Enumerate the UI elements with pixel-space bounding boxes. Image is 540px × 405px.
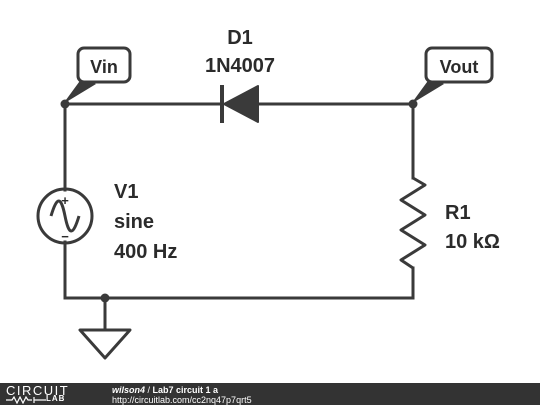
diode-triangle xyxy=(223,85,259,123)
resistor-symbol xyxy=(399,176,427,270)
circuitlab-logo[interactable]: CIRCUIT LAB xyxy=(6,383,96,404)
vin-tag-box xyxy=(76,46,132,84)
diode-ref-label: D1 xyxy=(227,27,253,49)
resistor-ref-label: R1 xyxy=(445,202,471,224)
source-type-label: sine xyxy=(114,211,154,233)
meta-separator: / xyxy=(145,385,153,395)
wires xyxy=(63,102,415,332)
junction-ground xyxy=(100,293,110,303)
source-plus-sign: + xyxy=(61,193,69,208)
source-circle xyxy=(36,187,94,245)
source-minus-sign: − xyxy=(61,229,69,244)
source-ref-label: V1 xyxy=(114,181,138,203)
vin-tag-label: Vin xyxy=(90,57,118,77)
circuit-title[interactable]: Lab7 circuit 1 a xyxy=(152,385,219,395)
author-link[interactable]: wilson4 xyxy=(112,385,146,395)
logo-resistor-icon xyxy=(6,396,46,404)
circuit-meta: wilson4 / Lab7 circuit 1 a xyxy=(112,385,218,395)
vout-tag-label: Vout xyxy=(440,57,479,77)
ground-symbol xyxy=(78,328,132,360)
source-sine-wave xyxy=(49,199,81,233)
vout-net-tag[interactable]: Vout xyxy=(411,46,494,104)
junction-vout xyxy=(408,99,418,109)
diode-symbol xyxy=(220,85,259,123)
junction-vin xyxy=(60,99,70,109)
resistor-value-label: 10 kΩ xyxy=(445,231,500,253)
source-freq-label: 400 Hz xyxy=(114,241,177,263)
vout-tag-pointer xyxy=(411,78,444,104)
schematic: + − Vin Vout D1 1N4007 V1 sine 400 Hz R1… xyxy=(36,27,500,360)
vin-net-tag[interactable]: Vin xyxy=(63,46,132,104)
logo-text-bottom: LAB xyxy=(46,394,66,403)
vout-tag-box xyxy=(424,46,494,84)
logo-text-top: CIRCUIT xyxy=(6,383,70,398)
diode-part-label: 1N4007 xyxy=(205,55,275,77)
vin-tag-pointer xyxy=(63,78,96,104)
footer-bar: CIRCUIT LAB wilson4 / Lab7 circuit 1 a h… xyxy=(0,383,540,405)
voltage-source-symbol: + − xyxy=(36,187,94,245)
circuit-url[interactable]: http://circuitlab.com/cc2nq47p7qrt5 xyxy=(112,395,252,405)
